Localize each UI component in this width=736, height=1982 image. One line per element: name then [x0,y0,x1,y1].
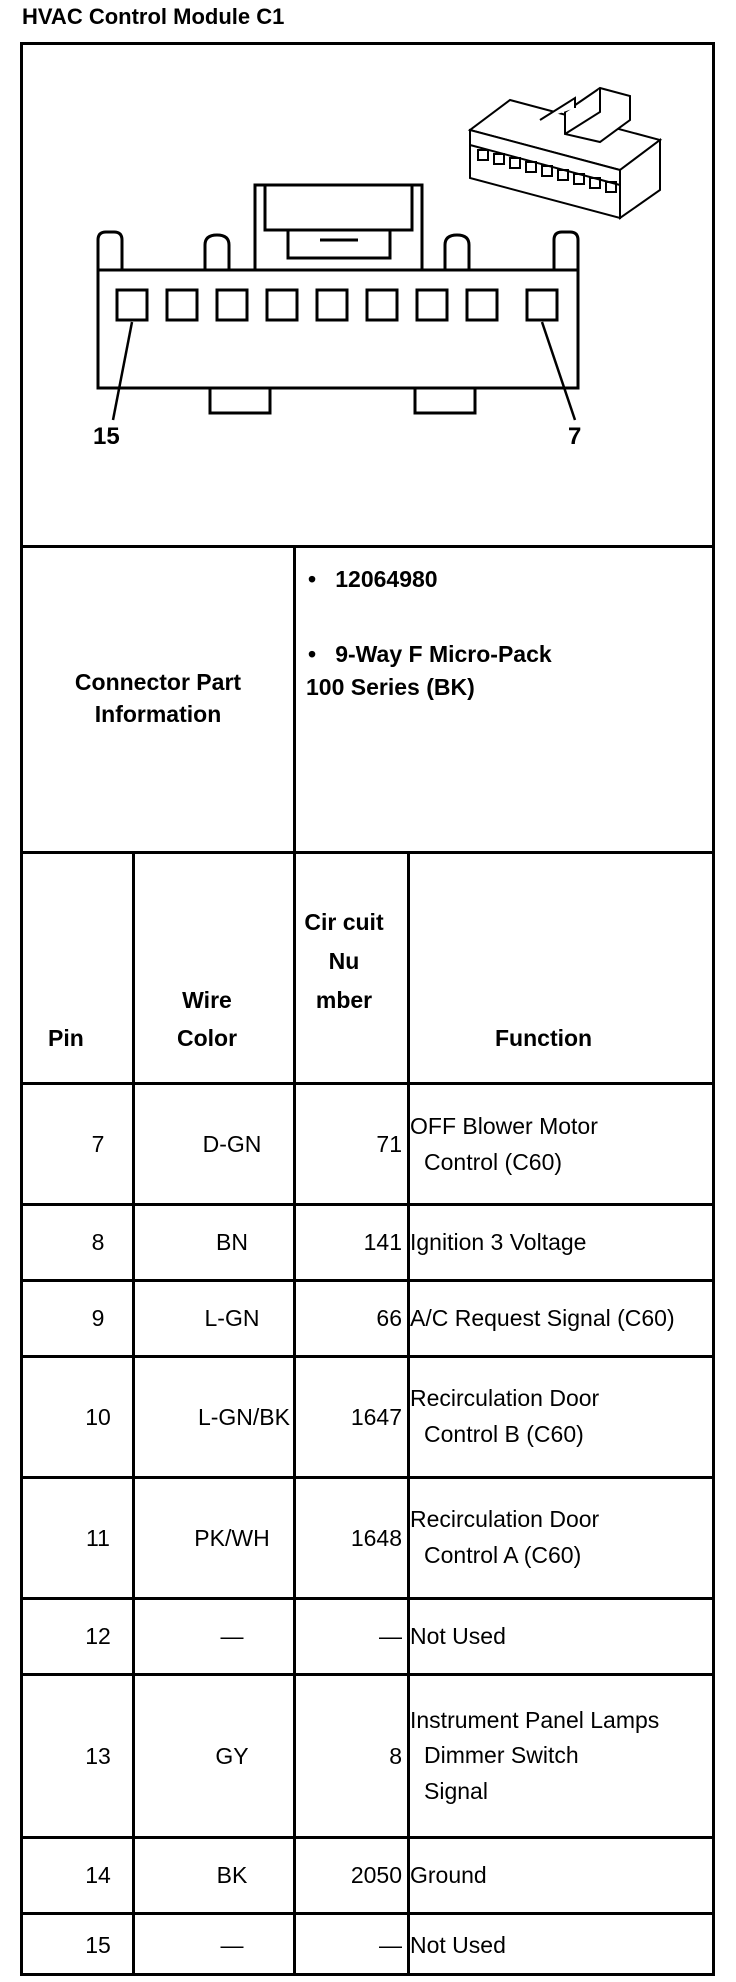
row-7-pin: 7 [91,1131,105,1157]
row-10-pin: 10 [85,1403,111,1430]
row-13-pin: 13 [85,1742,111,1769]
row-7-circuit: 71 [376,1131,402,1157]
row-13-function: Instrument Panel Lamps Dimmer Switch Sig… [410,1706,660,1804]
pin-label-15: 15 [93,423,120,450]
row-7-wire: D-GN [202,1131,262,1157]
row-12-wire: — [220,1623,244,1649]
page-title: HVAC Control Module C1 [22,4,285,29]
row-9-pin: 9 [91,1305,105,1331]
row-11-function: Recirculation Door Control A (C60) [410,1506,600,1568]
row-14-circuit: 2050 [350,1862,402,1888]
row-9-circuit: 66 [376,1305,402,1331]
row-14-pin: 14 [85,1862,111,1888]
connector-isometric-view [467,86,663,220]
connector-front-view [96,183,580,421]
connector-description-2: 100 Series (BK) [306,674,475,700]
row-13-circuit: 8 [389,1742,402,1769]
row-11-pin: 11 [86,1524,110,1551]
row-10-function: Recirculation Door Control B (C60) [410,1385,600,1447]
connector-part-info: • 12064980 • 9-Way F Micro-Pack 100 Seri… [306,566,552,700]
row-13-wire: GY [215,1742,249,1769]
header-wire-color: Wire Color [176,987,238,1051]
row-15-wire: — [220,1932,244,1958]
header-circuit-number: Cir cuit Nu mber [304,909,384,1014]
row-8-wire: BN [216,1229,248,1255]
row-14-function: Ground [410,1861,487,1888]
row-15-function: Not Used [410,1931,506,1958]
connector-table-frame [20,42,715,1976]
row-15-pin: 15 [85,1932,111,1958]
row-15-circuit: — [379,1932,402,1958]
row-11-circuit: 1648 [350,1524,402,1551]
row-11-wire: PK/WH [194,1524,270,1551]
row-8-pin: 8 [91,1229,105,1255]
row-12-pin: 12 [85,1623,111,1649]
row-14-wire: BK [216,1862,248,1888]
row-9-wire: L-GN [204,1305,260,1331]
row-10-circuit: 1647 [350,1403,402,1430]
header-function: Function [495,1025,593,1051]
row-12-circuit: — [379,1623,402,1649]
part-number: 12064980 [335,566,438,592]
row-9-function: A/C Request Signal (C60) [410,1304,675,1331]
connector-description-1: 9-Way F Micro-Pack [335,641,552,667]
row-10-wire: L-GN/BK [197,1403,290,1430]
row-7-function: OFF Blower Motor Control (C60) [410,1112,598,1175]
row-8-function: Ignition 3 Voltage [410,1228,587,1255]
header-pin: Pin [48,1025,84,1051]
connector-diagram: 15 7 [93,86,663,450]
row-12-function: Not Used [410,1622,506,1649]
pin-label-7: 7 [568,423,581,450]
row-8-circuit: 141 [363,1229,402,1255]
connector-part-info-label: Connector Part Information [74,668,242,727]
